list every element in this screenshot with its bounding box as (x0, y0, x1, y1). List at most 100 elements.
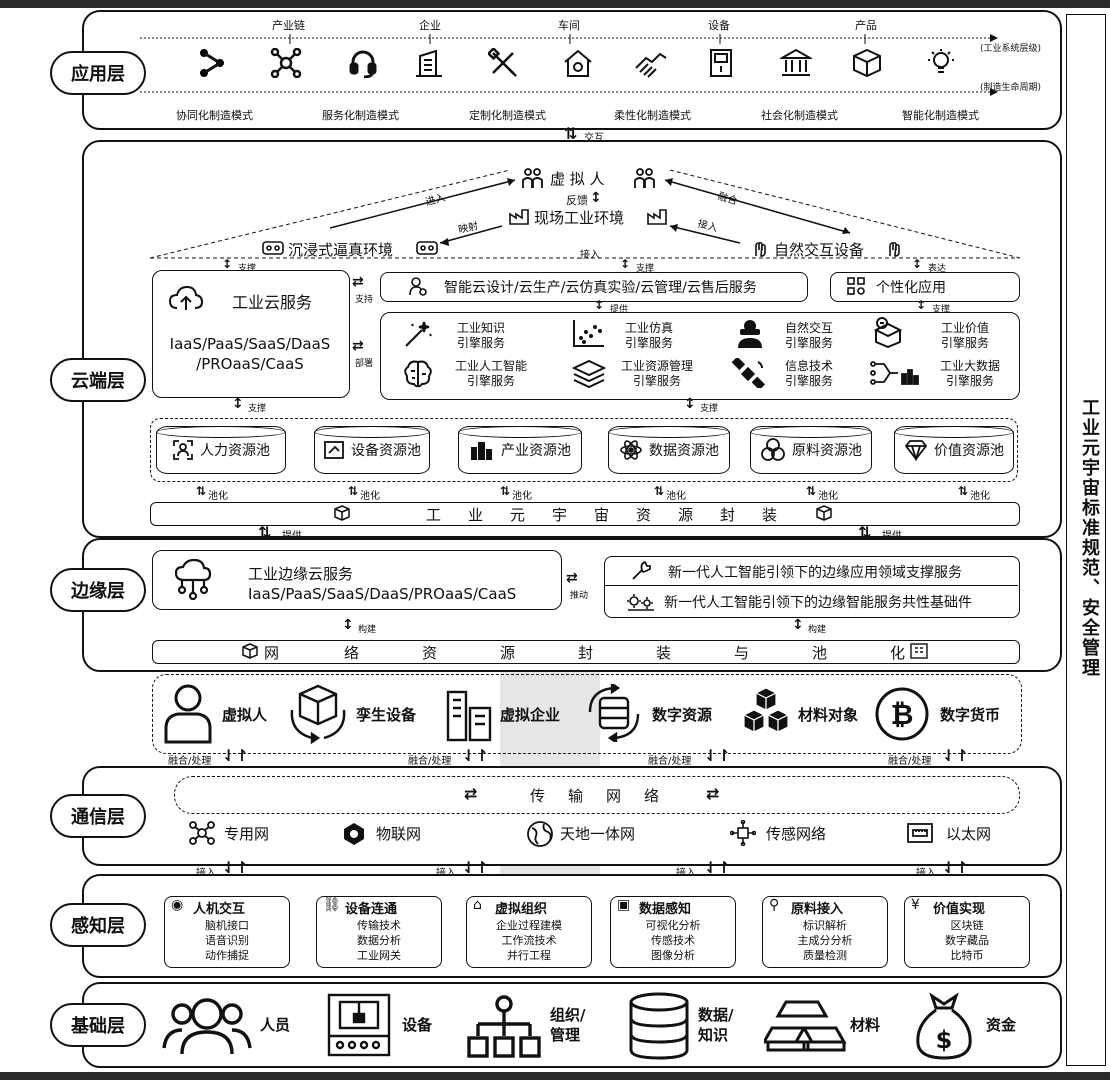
network-icon (270, 48, 302, 78)
vr-glasses-icon (416, 241, 438, 255)
express-label: 表达 (928, 264, 947, 274)
transport-char: 传 (530, 787, 546, 805)
pooling-arrow: ⇅ (958, 484, 969, 498)
perception-card-item: 工业网关 (357, 949, 401, 962)
provide-arrows: ⇅ (258, 523, 272, 542)
perception-card: ◉人机交互脑机接口语音识别动作捕捉 (164, 896, 290, 968)
engine-sub: 引擎服务 (456, 336, 505, 350)
net-encap-char: 与 (734, 644, 750, 662)
diamond-icon (904, 440, 928, 461)
standards-security-label: 工业元宇宙标准规范、安全管理 (1079, 398, 1100, 678)
perception-card: ⛓设备连通传输技术数据分析工业网关 (316, 896, 442, 968)
blocks-icon (742, 687, 790, 733)
access-label: 接入 (196, 864, 216, 879)
tools-icon (488, 48, 517, 77)
foundation-layer (82, 982, 1062, 1068)
app-top-label: 车间 (558, 19, 580, 32)
provide-arrow: ↕ (594, 298, 605, 312)
perception-card-item: 数字藏品 (945, 934, 989, 947)
feedback-text-1: 反馈 (566, 194, 588, 207)
value-box-icon (873, 317, 903, 348)
person-gear-icon (409, 277, 427, 296)
foundation-layer-label: 基础层 (50, 1003, 146, 1047)
mode-label: 定制化制造模式 (469, 109, 546, 122)
engine-name: 工业资源管理 (620, 359, 693, 373)
building-icon (416, 49, 442, 77)
material-circles-icon (761, 438, 785, 461)
pooling-label: 池化 (818, 491, 838, 502)
org-chart-icon (467, 995, 541, 1058)
transport-arrows: ⇄ (706, 784, 720, 803)
support-label: 支撑 (238, 264, 257, 274)
iot-hex-icon (344, 823, 364, 845)
immersive-label: 沉浸式逼真环境 (288, 241, 394, 259)
perception-card-item: 比特币 (950, 949, 984, 962)
net-encap-char: 源 (500, 644, 516, 662)
build-label: 构建 (358, 625, 377, 635)
access-label: 接入 (676, 864, 696, 879)
encapsulation-char: 工 (426, 506, 442, 524)
virtual-human-label: 虚 拟 人 (550, 170, 605, 188)
sensor-network-icon (730, 820, 756, 846)
support-arrows: ⇄ (352, 274, 364, 290)
perception-layer-label: 感知层 (50, 903, 146, 947)
mode-label: 智能化制造模式 (902, 109, 979, 122)
pool-label: 数据资源池 (649, 443, 719, 459)
foundation-label: 材料 (850, 1016, 881, 1034)
support-label: 支撑 (932, 305, 951, 315)
background-up-arrow (440, 478, 660, 898)
transport-arrows: ⇄ (464, 784, 478, 803)
layers-icon (572, 359, 606, 388)
fusion-process-label: 融合/处理 (888, 756, 932, 767)
smart-cloud-services-label: 智能云设计/云生产/云仿真实验/云管理/云售后服务 (444, 280, 757, 296)
smart-cloud-services-box (380, 272, 808, 302)
access-arrows: ⇃↾ (942, 858, 969, 877)
encapsulation-char: 源 (678, 506, 694, 524)
engine-sub: 引擎服务 (940, 336, 989, 350)
communication-layer-label: 通信层 (50, 794, 146, 838)
edge-cloud-icon (174, 558, 212, 600)
engine-sub: 引擎服务 (632, 374, 681, 388)
net-encap-char: 池 (812, 644, 828, 662)
box-icon (853, 48, 881, 78)
scene-label: 现场工业环境 (534, 209, 625, 227)
perception-card-item: 主成分分析 (797, 934, 853, 947)
resource-pool-data: 数据资源池 (608, 426, 730, 474)
person-outline-icon (164, 684, 212, 744)
grid-chip-icon (910, 643, 928, 659)
foundation-label: 组织/ (550, 1006, 586, 1024)
encapsulation-char: 宇 (552, 506, 568, 524)
support-label: 支撑 (700, 404, 719, 414)
interact-label: 交互 (584, 133, 604, 144)
communication-layer (82, 766, 1062, 866)
foundation-label-2: 管理 (550, 1026, 581, 1044)
fusion-arrows: ⇃↾ (462, 746, 489, 765)
dedicated-network-icon (189, 821, 215, 845)
gesture-icon (889, 241, 900, 257)
network-type-label: 以太网 (946, 825, 992, 843)
perception-card-title: 数据感知 (639, 902, 692, 917)
cloud-layer-label: 云端层 (50, 358, 146, 402)
machine-tool-icon (327, 993, 391, 1057)
feedback-arrow: ↕ (590, 190, 602, 206)
access-label: 接入 (436, 864, 456, 879)
perception-card-item: 并行工程 (507, 949, 551, 962)
provide-label: 提供 (282, 531, 302, 542)
perception-card-item: 传输技术 (357, 919, 401, 932)
network-type-label: 专用网 (224, 825, 270, 843)
digital-object-label: 数字货币 (940, 706, 1001, 724)
pooling-label: 池化 (360, 491, 380, 502)
app-top-label: 产业链 (272, 19, 305, 32)
app-axes (140, 34, 998, 96)
resource-pool-equipment: 设备资源池 (314, 426, 430, 474)
gesture-icon (755, 241, 766, 257)
enterprise-building-icon (446, 690, 492, 742)
handshake-icon (635, 52, 667, 78)
panel-icon (710, 49, 732, 77)
perception-card-item: 传感技术 (651, 934, 695, 947)
engine-name: 工业人工智能 (454, 359, 527, 373)
svg-text:$: $ (936, 1026, 953, 1054)
house-gear-icon (564, 49, 592, 77)
cube-icon (334, 505, 350, 521)
globe-icon (527, 821, 553, 847)
